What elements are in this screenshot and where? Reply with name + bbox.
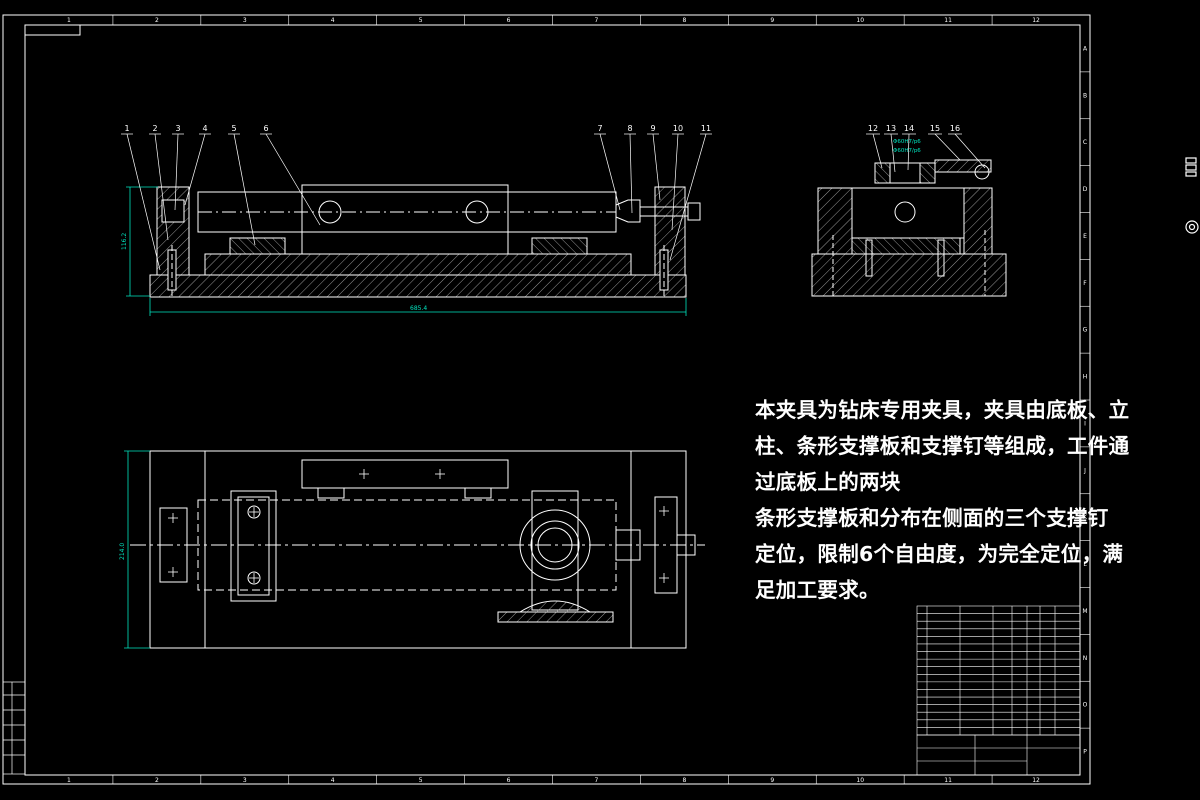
grid-column-label: 7	[595, 777, 599, 784]
grid-column-label: 9	[770, 777, 774, 784]
callout-number: 16	[950, 124, 960, 133]
grid-row-label: L	[1083, 561, 1087, 568]
grid-column-label: 10	[856, 777, 864, 784]
grid-row-label: C	[1083, 139, 1087, 146]
dim-width-top: 214.0	[119, 543, 126, 560]
note-line: 本夹具为钻床专用夹具，夹具由底板、立	[755, 398, 1130, 422]
tolerance-label-1: Φ60H7/p6	[893, 139, 921, 145]
target-circle-icon[interactable]	[1185, 220, 1199, 234]
grid-column-label: 5	[419, 17, 423, 24]
grid-row-label: A	[1083, 45, 1088, 52]
grid-column-label: 1	[67, 17, 71, 24]
grid-row-label: B	[1083, 92, 1087, 99]
grid-column-label: 6	[507, 17, 511, 24]
callout-number: 8	[627, 124, 632, 133]
grid-row-label: D	[1083, 186, 1088, 193]
bill-of-materials	[916, 605, 1081, 736]
grid-row-label: E	[1083, 233, 1087, 240]
grid-column-label: 12	[1032, 777, 1040, 784]
grid-row-label: O	[1083, 702, 1088, 709]
callout-number: 3	[175, 124, 180, 133]
side-column-right	[963, 187, 993, 255]
dim-length-front: 685.4	[410, 305, 427, 312]
note-line: 条形支撑板和分布在侧面的三个支撑钉	[755, 506, 1109, 530]
layers-icon[interactable]	[1184, 157, 1198, 177]
callout-number: 10	[673, 124, 683, 133]
callout-number: 9	[650, 124, 655, 133]
jig-block	[301, 184, 509, 255]
top-jig-block	[301, 459, 509, 489]
callout-number: 1	[124, 124, 129, 133]
top-base-outline	[149, 450, 687, 649]
grid-row-label: F	[1083, 280, 1087, 287]
callout-number: 15	[930, 124, 940, 133]
callout-number: 12	[868, 124, 878, 133]
callout-number: 7	[597, 124, 602, 133]
side-base	[811, 253, 1007, 297]
side-callouts: 12 13 14 15 16	[866, 124, 986, 173]
revision-strip	[2, 681, 26, 775]
grid-column-label: 7	[595, 17, 599, 24]
grid-column-label: 2	[155, 777, 159, 784]
side-column-left	[817, 187, 853, 255]
tolerance-label-2: Φ60H7/p6	[893, 148, 921, 154]
grid-row-labels-right: A B C D E F G H I J K L M N O P	[1080, 45, 1090, 756]
grid-column-label: 4	[331, 777, 335, 784]
note-line: 过底板上的两块	[755, 470, 901, 494]
base-raised-section	[204, 253, 632, 276]
grid-row-label: N	[1083, 655, 1088, 662]
support-strip-left	[229, 237, 286, 255]
grid-column-label: 12	[1032, 17, 1040, 24]
grid-column-label: 3	[243, 17, 247, 24]
grid-column-label: 8	[682, 777, 686, 784]
side-view: Φ60H7/p6 Φ60H7/p6 12 13 14 15 16	[811, 124, 1007, 297]
grid-column-label: 1	[67, 777, 71, 784]
title-block	[916, 734, 1081, 776]
note-line: 定位，限制6个自由度，为完全定位，满	[755, 542, 1124, 566]
top-left-support	[159, 507, 188, 583]
grid-column-label: 11	[944, 17, 952, 24]
grid-row-label: I	[1084, 420, 1086, 427]
grid-column-label: 4	[331, 17, 335, 24]
dim-height-front: 116.2	[121, 233, 128, 250]
callout-number: 11	[701, 124, 711, 133]
base-plate	[149, 274, 687, 298]
callout-number: 5	[231, 124, 236, 133]
front-view: 116.2 685.4 1 2 3 4 5 6 7 8 9 10 11	[121, 124, 712, 316]
grid-row-label: K	[1083, 514, 1088, 521]
top-cross-marks	[168, 469, 669, 583]
grid-row-label: J	[1083, 467, 1086, 474]
grid-row-label: P	[1083, 749, 1087, 756]
note-line: 足加工要求。	[755, 578, 880, 602]
note-line: 柱、条形支撑板和支撑钉等组成，工件通	[755, 434, 1130, 458]
grid-row-label: H	[1083, 374, 1088, 381]
front-callouts: 1 2 3 4 5 6 7 8 9 10 11	[121, 124, 712, 271]
grid-column-label: 2	[155, 17, 159, 24]
design-note: 本夹具为钻床专用夹具，夹具由底板、立 柱、条形支撑板和支撑钉等组成，工件通 过底…	[755, 392, 1130, 608]
grid-column-label: 8	[682, 17, 686, 24]
grid-column-label: 9	[770, 17, 774, 24]
drill-plate	[934, 159, 992, 173]
grid-column-label: 6	[507, 777, 511, 784]
callout-number: 14	[904, 124, 914, 133]
grid-row-label: G	[1083, 327, 1088, 334]
callout-number: 13	[886, 124, 896, 133]
grid-column-label: 3	[243, 777, 247, 784]
top-view: 214.0	[119, 450, 705, 649]
grid-column-label: 10	[856, 17, 864, 24]
callout-number: 2	[152, 124, 157, 133]
support-strip-right	[531, 237, 588, 255]
callout-number: 6	[263, 124, 268, 133]
callout-number: 4	[202, 124, 207, 133]
grid-column-label: 11	[944, 777, 952, 784]
grid-row-label: M	[1082, 608, 1087, 615]
grid-column-label: 5	[419, 777, 423, 784]
